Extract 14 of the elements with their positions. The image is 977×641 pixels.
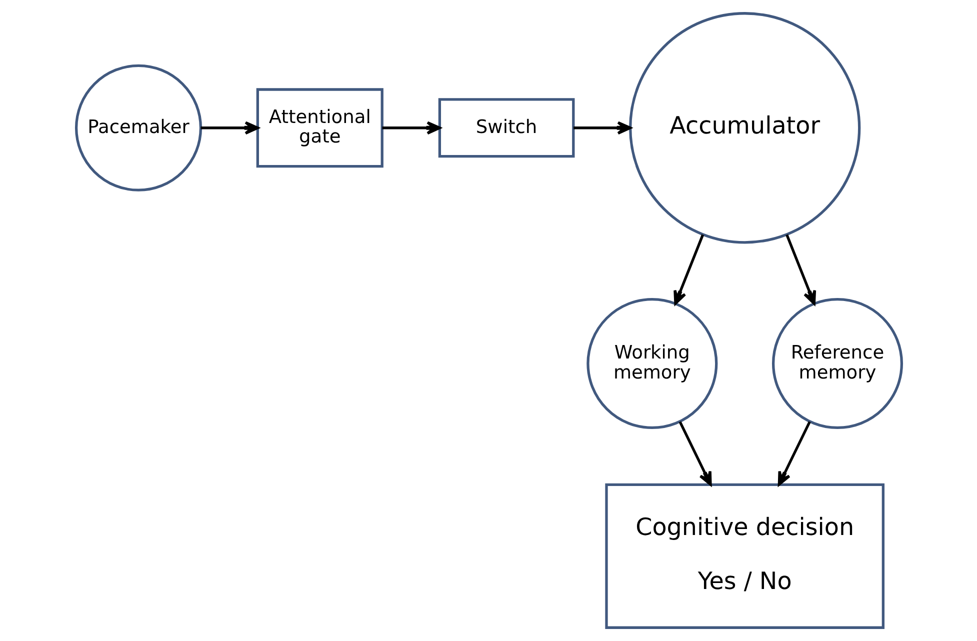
arrow [200,121,258,135]
arrow [785,234,816,305]
node-circle: Accumulator [628,12,860,244]
node-circle: Pacemaker [74,64,202,192]
node-circle: Working memory [586,298,718,430]
node-circle: Reference memory [771,298,903,430]
arrow [673,234,704,305]
node-box: Attentional gate [256,88,383,168]
arrow [573,121,631,135]
arrow [777,421,810,486]
arrow [382,121,440,135]
node-box: Switch [438,98,574,158]
arrow [678,421,712,486]
node-box: Cognitive decision Yes / No [604,483,884,629]
